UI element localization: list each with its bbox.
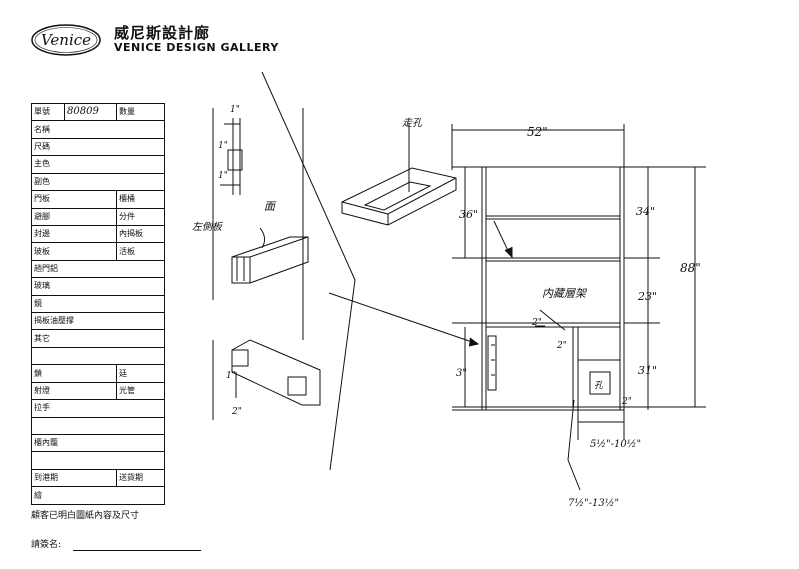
live-panel-label: 活板 xyxy=(116,242,165,261)
venice-logo-icon: Venice xyxy=(31,24,101,56)
annotation-width: 52" xyxy=(527,125,548,139)
brand-name-en: VENICE DESIGN GALLERY xyxy=(114,41,279,54)
arrival-date-label: 到港期 xyxy=(31,468,117,488)
annotation-side-panel: 左側板 xyxy=(192,221,224,233)
annotation-dim1d: 1" xyxy=(226,371,236,381)
annotation-h23: 23" xyxy=(637,290,657,303)
quantity-label: 數量 xyxy=(116,102,165,122)
logo-text: Venice xyxy=(41,31,91,49)
annotation-d2a: 2" xyxy=(531,318,542,328)
annotation-hole: 走孔 xyxy=(402,117,423,129)
order-form: 單號 80809 數量 名稱 尺碼 主色 副色 門板 櫃桶 避腳 分件 封邊 內… xyxy=(31,102,165,505)
order-no-value: 80809 xyxy=(64,102,117,122)
annotation-d2c: 2" xyxy=(621,397,632,407)
annotation-dim1a: 1" xyxy=(230,105,240,115)
annotation-face: 面 xyxy=(264,200,277,213)
annotation-dim1c: 1" xyxy=(218,171,228,181)
annotation-dim1b: 1" xyxy=(218,141,228,151)
wall-line xyxy=(261,71,356,471)
annotation-hidden-shelf: 内藏層架 xyxy=(542,287,588,300)
annotation-h88: 88" xyxy=(680,261,701,275)
acknowledgement-text: 顧客已明白圖紙內容及尺寸 xyxy=(31,511,140,521)
form-row-order-no: 單號 80809 數量 xyxy=(31,102,165,122)
annotation-width-range1: 5½"-10½" xyxy=(590,439,641,450)
annotation-h31: 31" xyxy=(638,364,657,377)
annotation-dim2: 2" xyxy=(231,407,242,417)
delivery-date-label: 送貨期 xyxy=(116,468,165,488)
pointer-arrow xyxy=(328,292,479,345)
annotation-width-range2: 7½"-13½" xyxy=(568,498,619,509)
drawing-label: 繪 xyxy=(31,486,165,505)
brand-name-cn: 威尼斯設計廊 xyxy=(114,24,211,42)
base-block-sketch xyxy=(231,339,321,406)
cabinet-elevation xyxy=(452,166,625,411)
countertop-sketch xyxy=(341,167,457,226)
order-no-label: 單號 xyxy=(31,102,65,122)
annotation-h3: 3" xyxy=(456,368,467,379)
signature-label: 請簽名: xyxy=(31,540,62,550)
panel-block-sketch xyxy=(231,236,309,284)
annotation-hole2: 孔 xyxy=(594,380,604,391)
annotation-h36: 36" xyxy=(459,208,478,221)
signature-line[interactable] xyxy=(73,550,201,551)
annotation-d2b: 2" xyxy=(556,341,567,351)
annotation-h34: 34" xyxy=(636,205,655,218)
